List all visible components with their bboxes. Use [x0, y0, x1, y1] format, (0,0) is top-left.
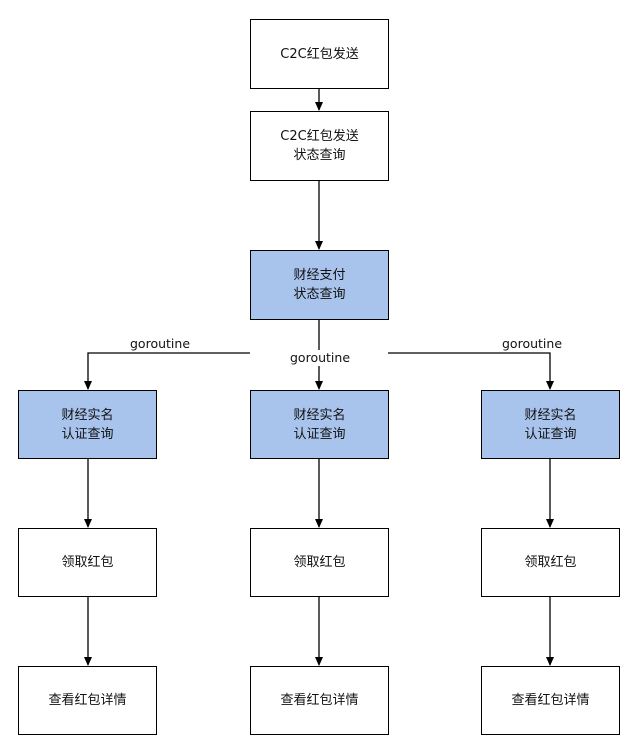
- node-recv-left: 领取红包: [18, 528, 157, 597]
- edge-label-goroutine-right: goroutine: [500, 336, 565, 352]
- edge-pay-status-to-auth-left: [84, 352, 250, 390]
- node-pay-status: 财经支付 状态查询: [250, 250, 389, 320]
- node-detail-mid: 查看红包详情: [250, 666, 389, 735]
- node-recv-mid: 领取红包: [250, 528, 389, 597]
- node-c2c-send: C2C红包发送: [250, 19, 389, 89]
- node-auth-left: 财经实名 认证查询: [18, 390, 157, 459]
- node-recv-right: 领取红包: [481, 528, 620, 597]
- edge-label-goroutine-mid: goroutine: [288, 350, 353, 366]
- node-auth-right: 财经实名 认证查询: [481, 390, 620, 459]
- node-auth-mid: 财经实名 认证查询: [250, 390, 389, 459]
- node-detail-left: 查看红包详情: [18, 666, 157, 735]
- node-detail-right: 查看红包详情: [481, 666, 620, 735]
- edge-label-goroutine-left: goroutine: [128, 336, 193, 352]
- edge-pay-status-to-auth-right: [388, 352, 554, 390]
- node-c2c-send-status: C2C红包发送 状态查询: [250, 111, 389, 181]
